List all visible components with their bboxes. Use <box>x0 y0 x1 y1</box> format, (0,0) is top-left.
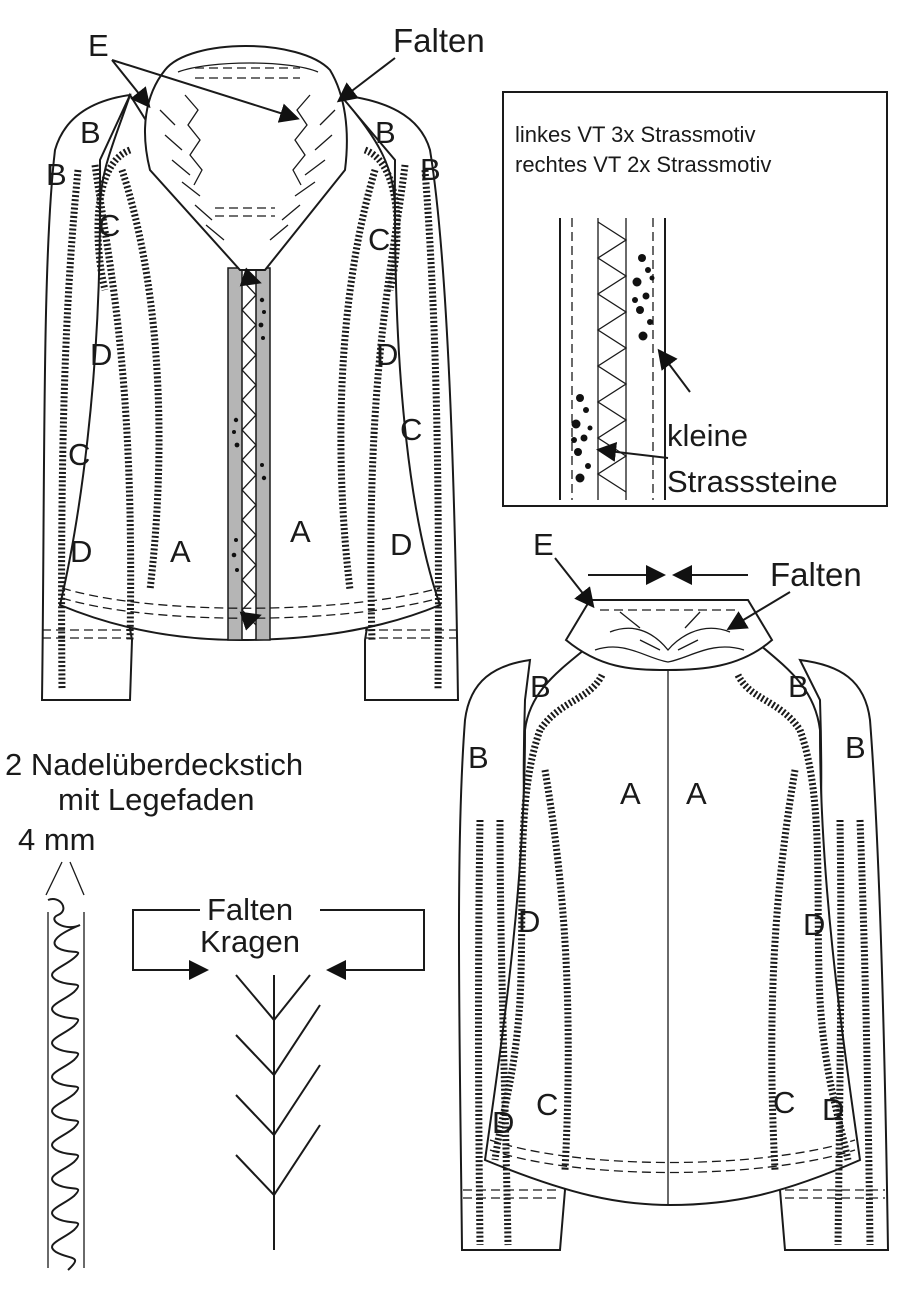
back-label-b-left-1: B <box>530 669 551 704</box>
front-zipper-zigzag <box>241 279 257 626</box>
front-label-a-left: A <box>170 534 191 569</box>
collar-detail-line-1: Falten <box>207 892 293 927</box>
back-label-b-left-2: B <box>468 740 489 775</box>
front-label-c-right-2: C <box>400 412 422 447</box>
jacket-front-view <box>40 45 460 701</box>
back-label-d-right-2: D <box>822 1092 844 1127</box>
front-seam-lines <box>58 146 442 691</box>
front-label-d-right-1: D <box>376 337 398 372</box>
back-label-a-left: A <box>620 776 641 811</box>
front-label-a-right: A <box>290 514 311 549</box>
front-label-falten: Falten <box>393 22 485 59</box>
inset-line-2: rechtes VT 2x Strassmotiv <box>515 152 771 177</box>
front-label-c-right-1: C <box>368 222 390 257</box>
inset-stones-label-1: kleine <box>667 418 748 453</box>
front-label-c-left-1: C <box>98 208 120 243</box>
stitch-width-arrow-left <box>45 861 63 896</box>
inset-line-1: linkes VT 3x Strassmotiv <box>515 122 755 147</box>
front-label-b-left-2: B <box>46 157 67 192</box>
back-seam-lines <box>475 673 874 1246</box>
back-label-c-right: C <box>773 1085 795 1120</box>
back-arrow-falten <box>726 591 791 631</box>
back-label-d-left-1: D <box>518 904 540 939</box>
back-label-b-right-2: B <box>845 730 866 765</box>
inset-stones-label-2: Strasssteine <box>667 464 838 499</box>
back-label-d-left-2: D <box>492 1105 514 1140</box>
front-label-b-left-1: B <box>80 115 101 150</box>
front-arrow-e-right <box>111 59 300 123</box>
front-label-d-right-2: D <box>390 527 412 562</box>
front-label-e: E <box>88 28 109 63</box>
inset-stones-lower <box>571 394 593 483</box>
back-label-falten: Falten <box>770 556 862 593</box>
back-collar <box>564 599 774 672</box>
inset-frame <box>502 91 888 507</box>
jacket-back-view <box>457 565 890 1251</box>
back-label-a-right: A <box>686 776 707 811</box>
front-label-d-left-2: D <box>70 534 92 569</box>
front-label-c-left-2: C <box>68 437 90 472</box>
inset-arrow-upper <box>657 348 691 393</box>
front-arrow-falten <box>336 57 396 103</box>
front-placket-left <box>227 267 243 641</box>
stitch-note-line-1: 2 Nadelüberdeckstich <box>5 747 303 782</box>
coverstitch-sample <box>47 898 81 1271</box>
front-label-b-right-1: B <box>375 115 396 150</box>
back-label-c-left: C <box>536 1087 558 1122</box>
front-arrow-e-left <box>111 59 151 109</box>
stitch-width-arrow-right <box>69 861 85 896</box>
front-rhinestones <box>231 297 267 572</box>
back-label-b-right-1: B <box>788 669 809 704</box>
collar-pleat-detail: Falten Kragen <box>132 892 425 1250</box>
stitch-note: 2 Nadelüberdeckstich mit Legefaden 4 mm <box>5 747 303 1271</box>
stitch-note-width: 4 mm <box>18 822 96 857</box>
front-label-b-right-2: B <box>420 152 441 187</box>
rhinestone-inset: linkes VT 3x Strassmotiv rechtes VT 2x S… <box>502 91 888 507</box>
stitch-note-line-2: mit Legefaden <box>58 782 254 817</box>
collar-detail-line-2: Kragen <box>200 924 300 959</box>
back-body <box>483 644 862 1207</box>
back-label-d-right-1: D <box>803 907 825 942</box>
front-label-d-left-1: D <box>90 337 112 372</box>
back-arrow-e <box>554 557 595 609</box>
inset-stones-upper <box>632 254 655 341</box>
inset-arrow-lower <box>596 441 669 462</box>
back-label-e: E <box>533 527 554 562</box>
front-collar <box>144 45 348 271</box>
